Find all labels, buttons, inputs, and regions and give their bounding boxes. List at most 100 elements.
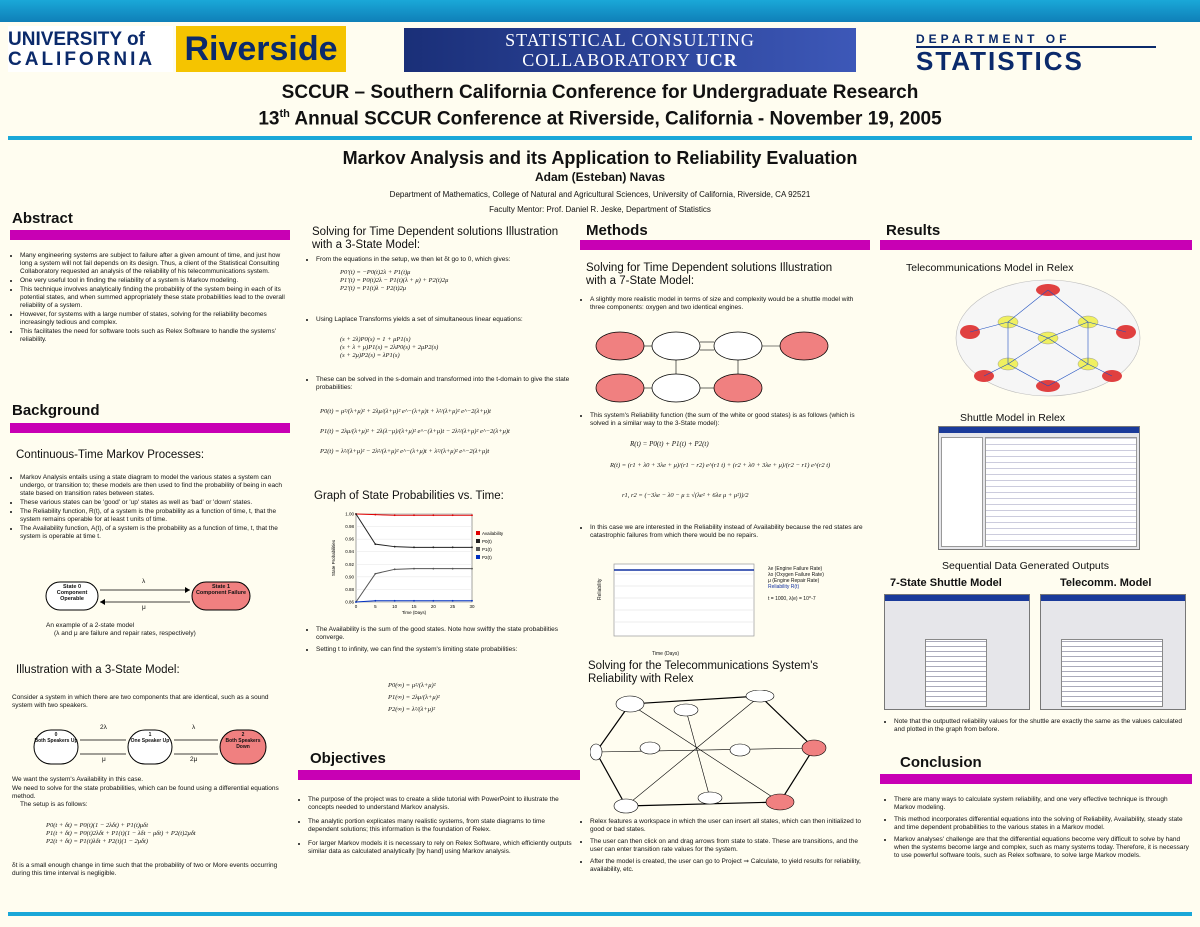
top-color-bar [0,0,1200,22]
abstract-item: One very useful tool in finding the reli… [20,277,290,285]
scc-line2: COLLABORATORY [522,50,691,70]
reliability-chart [613,563,755,637]
output-table [1061,639,1163,707]
x-tick-label: 10 [392,604,398,609]
col2-b1: From the equations in the setup, we then… [306,256,576,265]
data-point [413,567,415,570]
background-item: Markov Analysis entails using a state di… [20,474,290,498]
methods-b5-text: The user can then click on and drag arro… [590,838,868,854]
setup-eq: P2(t + δt) = P1(t)λδt + P2(t)(1 − 2μδt) [46,838,149,845]
n1num: 1 [148,732,152,738]
window-titlebar [939,427,1139,433]
x-tick-label: 30 [469,604,475,609]
legend-swatch [476,547,480,551]
y-tick-label: 0.88 [345,587,354,592]
data-point [451,514,454,517]
arrow-head [185,587,190,593]
reliability-plot-area [613,563,755,637]
three-state-heading: Illustration with a 3-State Model: [16,664,180,676]
relex-edges [969,289,1127,387]
col2-b1-text: From the equations in the setup, we then… [316,256,576,264]
example-note-text: (λ and μ are failure and repair rates, r… [54,630,196,637]
network-edge [685,709,711,799]
x-tick-label: 20 [431,604,437,609]
data-point [451,567,454,570]
network-edge [595,747,815,753]
state-node [651,331,701,361]
legend-swatch [476,555,480,559]
laplace-eqs: (s + 2λ)P0(s) = 1 + μP1(s) (s + λ + μ)P1… [340,336,438,360]
state-0-node [45,581,99,611]
abstract-item: However, for systems with a large number… [20,311,290,327]
conclusion-item: This method incorporates differential eq… [894,816,1190,832]
relex-heading: Solving for the Telecommunications Syste… [588,660,819,685]
data-point [393,599,396,602]
network-node [639,741,661,755]
col2-b3-text: These can be solved in the s-domain and … [316,376,576,392]
methods-b4-text: Relex features a workspace in which the … [590,818,868,834]
want-text: We want the system's Availability in thi… [12,776,144,783]
header-divider [8,136,1192,140]
methods-b2: This system's Reliability function (the … [580,412,868,429]
legend-swatch [476,531,480,535]
objective-item: The analytic portion explicates many rea… [308,818,576,834]
data-point [432,567,435,570]
methods-b1-text: A slightly more realistic model in terms… [590,296,868,312]
objectives-bar [298,770,580,780]
data-point [374,572,377,575]
data-point [432,599,435,602]
scc-line1: STATISTICAL CONSULTING [505,30,755,50]
network-node [765,793,795,811]
seven-state-diagram [595,331,829,403]
col2-b2: Using Laplace Transforms yields a set of… [306,316,576,325]
ctmp-heading: Continuous-Time Markov Processes: [16,449,205,461]
shuttle-relex-screenshot [938,426,1140,550]
s1-title: State 1 [211,584,231,590]
x-axis-label: Time (Days) [402,610,427,615]
state-node [595,331,645,361]
x-tick-label: 15 [411,604,417,609]
derivative-eqs: P0'(t) = −P0(t)2λ + P1(t)μ P1'(t) = P0(t… [340,269,448,293]
methods-b6-text: After the model is created, the user can… [590,858,868,874]
abstract-item: This facilitates the need for software t… [20,328,290,344]
methods-heading: Methods [586,222,648,239]
methods-bar [580,240,870,250]
rate-2lambda: 2λ [100,724,107,731]
lambda-label: λ [142,578,146,585]
seven-state-heading: 7-State Shuttle Model [890,577,1002,589]
telecom-state-network [590,690,827,814]
need-text: We need to solve for the state probabili… [12,785,279,800]
legend-label: P1(t) [482,547,492,552]
background-list: Markov Analysis entails using a state di… [10,474,290,542]
background-item: These various states can be 'good' or 'u… [20,499,290,507]
col2-b3: These can be solved in the s-domain and … [306,376,576,393]
rel-xlabel: Time (Days) [652,651,680,657]
network-node [590,743,603,761]
soln-eq: P0(t) = μ²/(λ+μ)² + 2λμ/(λ+μ)² e^−(λ+μ)t… [320,408,491,415]
conclusion-item: Markov analyses' challenge are that the … [894,836,1190,860]
window-titlebar [1041,595,1185,601]
window-titlebar [885,595,1029,601]
rel-eq2: R(t) = (r1 + λ0 + 3λe + μ)/(r1 − r2) e^(… [610,462,831,469]
x-tick-label: 5 [374,604,377,609]
node-2 [219,729,267,765]
solve-7state-heading: Solving for Time Dependent solutions Ill… [586,262,833,287]
riverside-logo: Riverside [176,26,346,72]
methods-b3-text: In this case we are interested in the Re… [590,524,868,540]
output-table [925,639,987,707]
solution-eqs: P0(t) = μ²/(λ+μ)² + 2λμ/(λ+μ)² e^−(λ+μ)t… [320,402,570,462]
abstract-item: This technique involves analytically fin… [20,286,290,310]
state-1-node [191,581,251,611]
conclusion-item: There are many ways to calculate system … [894,796,1190,812]
state-node [651,373,701,403]
results-heading: Results [886,222,941,239]
network-node [801,739,827,757]
s0-title: State 0 [62,584,82,590]
deriv-eq: P0'(t) = −P0(t)2λ + P1(t)μ [340,269,411,276]
scc-ucr: UCR [695,50,738,70]
y-tick-label: 0.94 [345,549,354,554]
rel-legend-item: λe (Engine Failure Rate) [768,566,823,572]
